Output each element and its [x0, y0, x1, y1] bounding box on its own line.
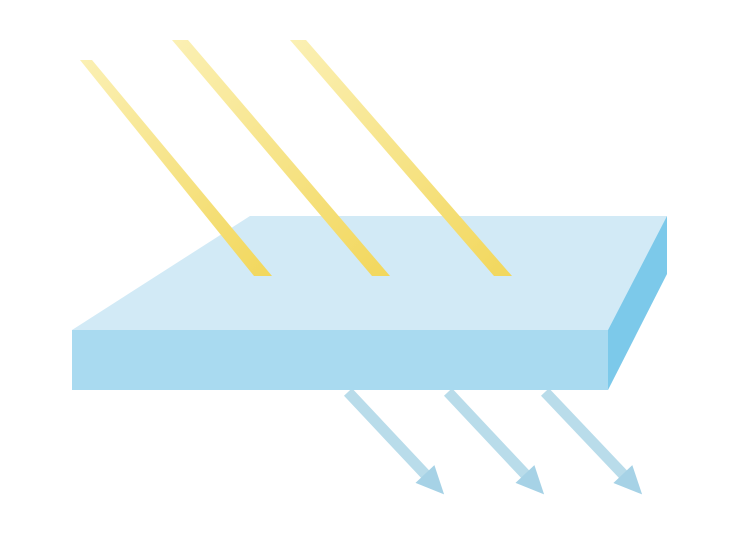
outgoing-ray-2-shaft	[443, 388, 531, 480]
arrowhead-icon	[415, 465, 445, 495]
outgoing-rays-group	[343, 388, 643, 495]
incoming-rays-group	[80, 40, 512, 276]
outgoing-ray-1	[343, 388, 445, 495]
slab-front-face	[72, 330, 608, 390]
arrowhead-icon	[515, 465, 545, 495]
outgoing-ray-2	[443, 388, 545, 495]
incoming-ray-1	[80, 60, 272, 276]
incoming-ray-2	[172, 40, 390, 276]
outgoing-ray-3-shaft	[541, 388, 629, 480]
outgoing-ray-3	[541, 388, 643, 495]
incoming-ray-3	[290, 40, 512, 276]
outgoing-ray-1-shaft	[343, 388, 431, 480]
slab-side-face	[608, 216, 667, 390]
arrowhead-icon	[613, 465, 643, 495]
